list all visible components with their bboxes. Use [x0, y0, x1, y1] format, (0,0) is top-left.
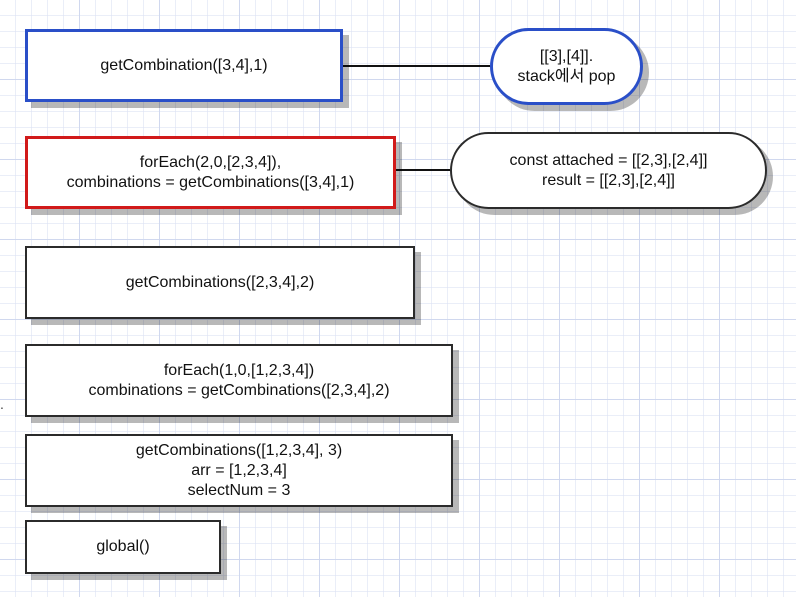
- stack-frame-getcombinations-1-2-3-4[interactable]: getCombinations([1,2,3,4], 3) arr = [1,2…: [25, 434, 453, 507]
- frame-text-line: arr = [1,2,3,4]: [191, 461, 287, 479]
- frame-text-line: forEach(1,0,[1,2,3,4]): [163, 361, 315, 379]
- stack-frame-getcombinations-2-3-4[interactable]: getCombinations([2,3,4],2): [25, 246, 415, 319]
- frame-text-line: getCombinations([1,2,3,4], 3): [135, 441, 343, 459]
- note-text-line: [[3],[4]].: [539, 47, 594, 65]
- stack-frame-getcombination-3-4-1[interactable]: getCombination([3,4],1): [25, 29, 343, 102]
- note-attached-result[interactable]: const attached = [[2,3],[2,4]] result = …: [450, 132, 767, 209]
- note-text-line: stack에서 pop: [517, 67, 616, 85]
- frame-text-line: forEach(2,0,[2,3,4]),: [139, 153, 282, 171]
- stray-mark: .: [0, 396, 4, 412]
- frame-text-line: getCombinations([2,3,4],2): [125, 273, 315, 291]
- frame-text-line: getCombination([3,4],1): [100, 56, 268, 74]
- frame-text-line: combinations = getCombinations([3,4],1): [66, 173, 355, 191]
- note-text-line: const attached = [[2,3],[2,4]]: [509, 151, 708, 169]
- stack-frame-foreach-1-0[interactable]: forEach(1,0,[1,2,3,4]) combinations = ge…: [25, 344, 453, 417]
- frame-text-line: combinations = getCombinations([2,3,4],2…: [88, 381, 390, 399]
- note-pop-result[interactable]: [[3],[4]]. stack에서 pop: [490, 28, 643, 105]
- frame-text-line: selectNum = 3: [187, 481, 291, 499]
- stack-frame-foreach-2-0[interactable]: forEach(2,0,[2,3,4]), combinations = get…: [25, 136, 396, 209]
- stack-frame-global[interactable]: global(): [25, 520, 221, 574]
- note-text-line: result = [[2,3],[2,4]]: [542, 171, 675, 189]
- frame-text-line: global(): [96, 538, 150, 555]
